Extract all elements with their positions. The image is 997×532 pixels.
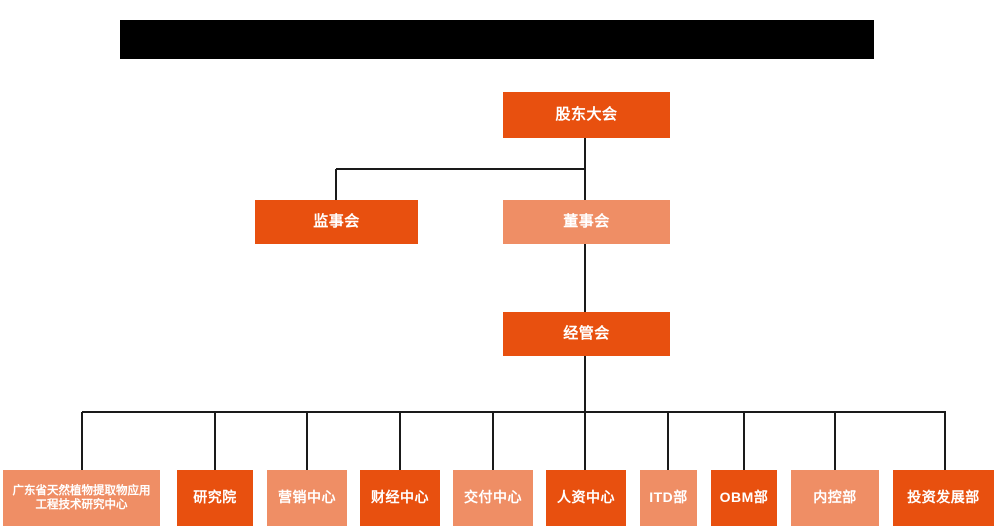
connector-board-drop bbox=[584, 169, 586, 200]
org-node-label: 交付中心 bbox=[464, 489, 522, 506]
connector-drop-itd bbox=[667, 412, 669, 470]
org-node-label: 股东大会 bbox=[555, 105, 618, 123]
org-node-investment-dev[interactable]: 投资发展部 bbox=[893, 470, 994, 526]
org-node-shareholders[interactable]: 股东大会 bbox=[503, 92, 670, 138]
org-node-label: ITD部 bbox=[649, 489, 688, 506]
connector-drop-gd-research bbox=[81, 412, 83, 470]
org-node-finance-center[interactable]: 财经中心 bbox=[360, 470, 440, 526]
connector-drop-finance bbox=[399, 412, 401, 470]
connector-drop-investment bbox=[944, 412, 946, 470]
org-node-label: 广东省天然植物提取物应用工程技术研究中心 bbox=[12, 484, 151, 511]
org-node-management[interactable]: 经管会 bbox=[503, 312, 670, 356]
connector-supervisors-drop bbox=[335, 169, 337, 200]
org-node-supervisors[interactable]: 监事会 bbox=[255, 200, 418, 244]
connector-drop-hr bbox=[584, 412, 586, 470]
org-node-label: 财经中心 bbox=[371, 489, 429, 506]
org-node-label: OBM部 bbox=[719, 489, 769, 506]
connector-drop-marketing bbox=[306, 412, 308, 470]
org-node-research-institute[interactable]: 研究院 bbox=[177, 470, 253, 526]
org-node-label: 人资中心 bbox=[557, 489, 615, 506]
org-node-board[interactable]: 董事会 bbox=[503, 200, 670, 244]
org-node-marketing-center[interactable]: 营销中心 bbox=[267, 470, 347, 526]
org-node-label: 内控部 bbox=[813, 489, 857, 506]
org-node-label: 投资发展部 bbox=[907, 489, 980, 506]
connector-level2-bus bbox=[336, 168, 586, 170]
org-node-label: 经管会 bbox=[563, 324, 610, 342]
connector-board-to-mgmt bbox=[584, 244, 586, 312]
org-node-label: 董事会 bbox=[563, 212, 610, 230]
connector-mgmt-stem bbox=[584, 356, 586, 413]
org-node-obm-dept[interactable]: OBM部 bbox=[711, 470, 777, 526]
connector-drop-internal bbox=[834, 412, 836, 470]
org-node-delivery-center[interactable]: 交付中心 bbox=[453, 470, 533, 526]
connector-level4-bus bbox=[82, 411, 946, 413]
connector-drop-obm bbox=[743, 412, 745, 470]
org-node-gd-research-center[interactable]: 广东省天然植物提取物应用工程技术研究中心 bbox=[3, 470, 160, 526]
redacted-title-banner bbox=[120, 20, 874, 59]
org-node-internal-control[interactable]: 内控部 bbox=[791, 470, 879, 526]
org-node-label: 营销中心 bbox=[278, 489, 336, 506]
org-node-itd-dept[interactable]: ITD部 bbox=[640, 470, 697, 526]
connector-drop-delivery bbox=[492, 412, 494, 470]
org-node-hr-center[interactable]: 人资中心 bbox=[546, 470, 626, 526]
connector-shareholders-stem bbox=[584, 138, 586, 170]
connector-drop-research-inst bbox=[214, 412, 216, 470]
org-node-label: 监事会 bbox=[313, 212, 360, 230]
org-node-label: 研究院 bbox=[193, 489, 237, 506]
